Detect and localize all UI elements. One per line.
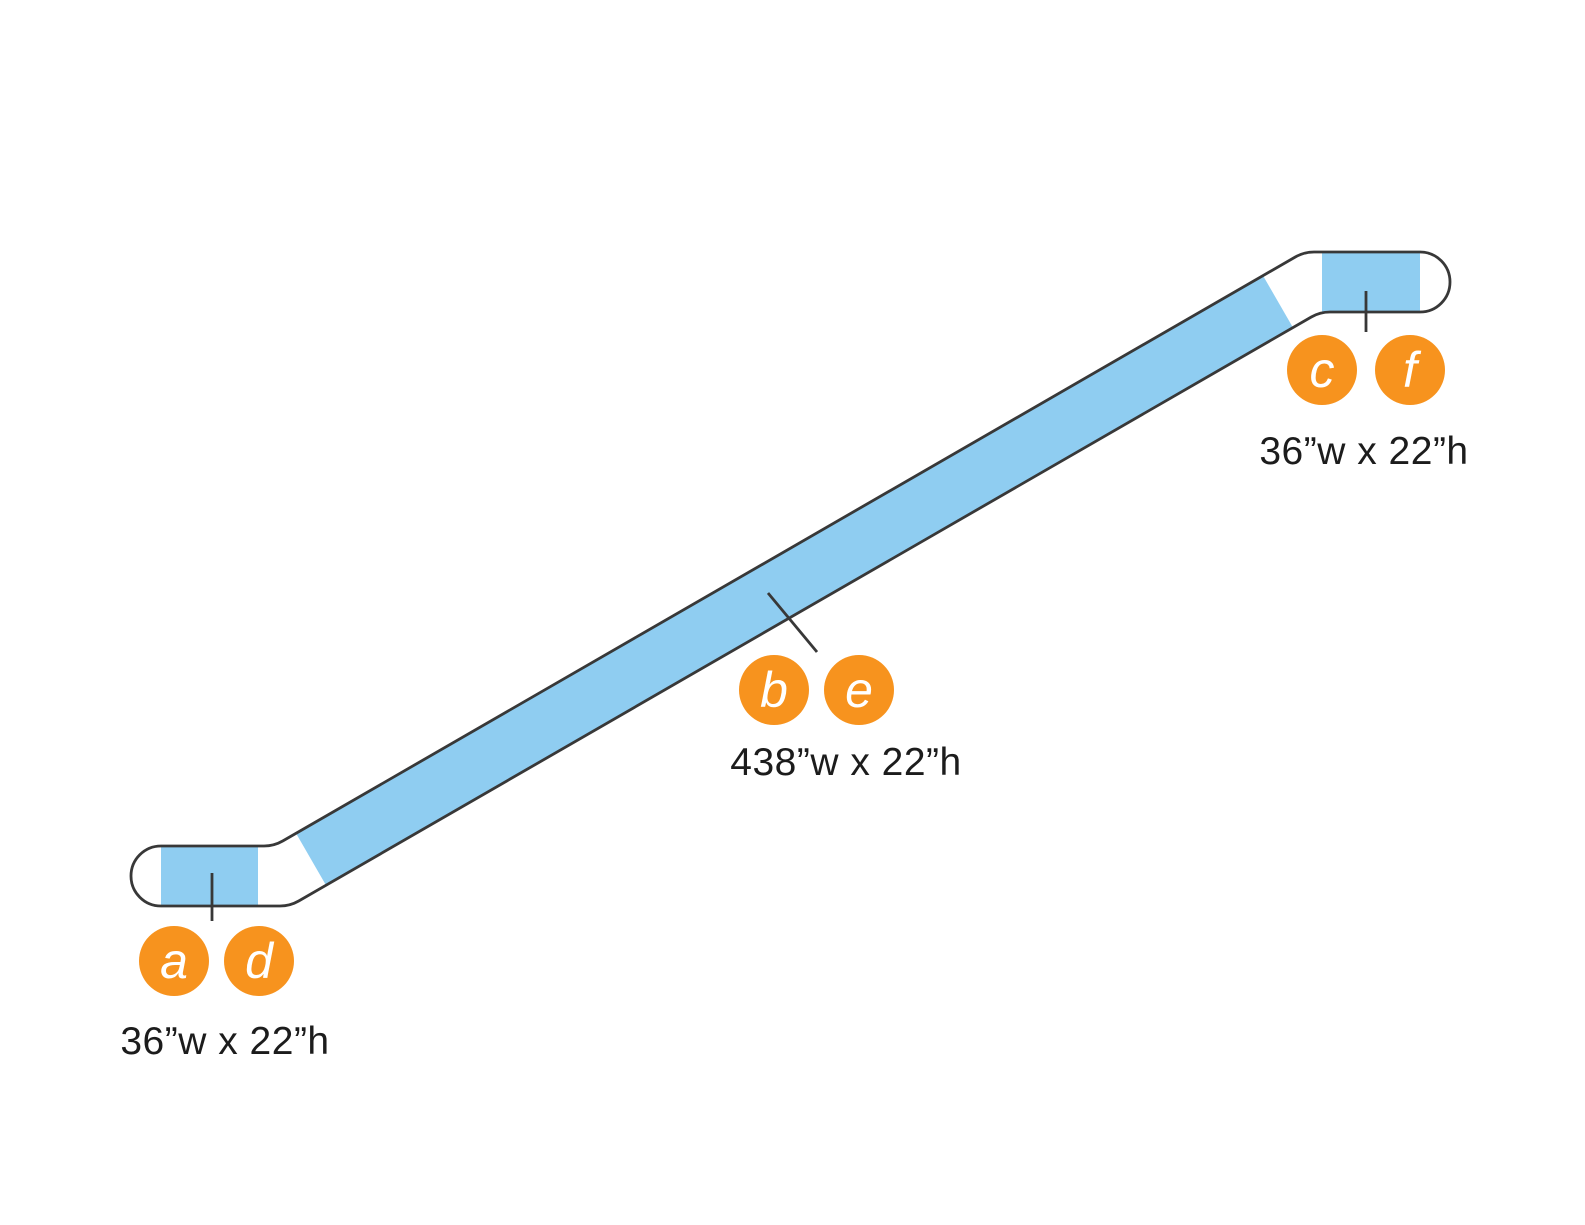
badge-a-letter: a [160,933,188,989]
badge-b: b [739,655,809,725]
badge-a-circle [139,926,209,996]
badge-e: e [824,655,894,725]
incline-dimension-label: 438”w x 22”h [730,741,961,784]
badge-c-circle [1287,335,1357,405]
badge-b-letter: b [760,662,788,718]
handrail-outline [129,250,1452,908]
bottom-landing-segment [161,846,258,906]
top-landing-segment [1322,252,1420,312]
badge-d-letter: d [245,933,275,989]
badge-f: f [1375,335,1445,405]
bottom-landing-dimension-label: 36”w x 22”h [120,1020,329,1063]
badge-c: c [1287,335,1357,405]
badge-e-circle [824,655,894,725]
badge-a: a [139,926,209,996]
badge-d-circle [224,926,294,996]
badge-e-letter: e [845,662,873,718]
incline-leader-line [766,592,819,653]
badge-c-letter: c [1310,342,1335,398]
badge-d: d [224,926,294,996]
badge-b-circle [739,655,809,725]
badge-f-circle [1375,335,1445,405]
top-landing-dimension-label: 36”w x 22”h [1259,430,1468,473]
incline-segment [296,275,1293,886]
